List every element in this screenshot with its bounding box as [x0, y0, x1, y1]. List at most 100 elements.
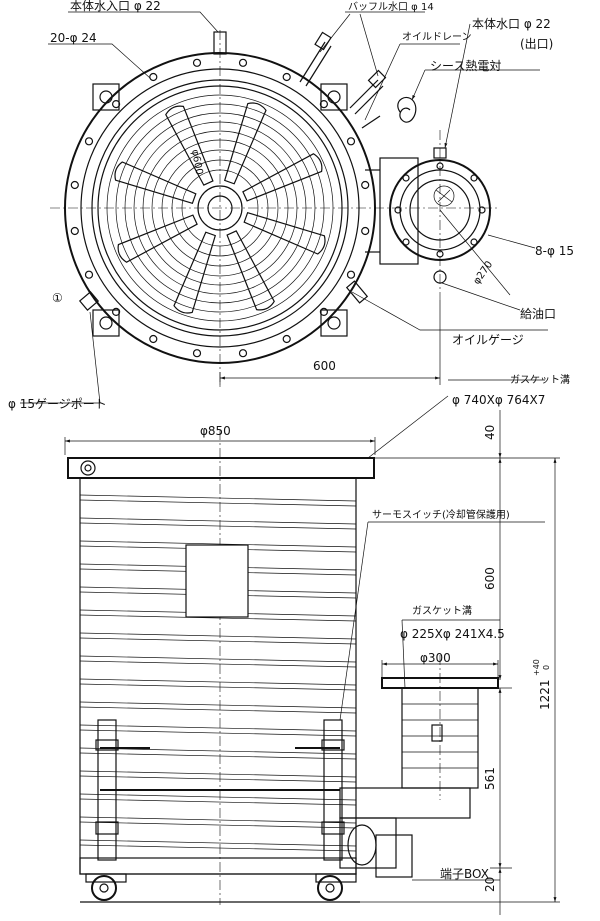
label-dim-600-top: 600: [313, 359, 336, 373]
label-gasket-spec: φ 740Xφ 764X7: [452, 393, 545, 407]
thermocouple-loop: [397, 97, 417, 123]
bolt-hole: [84, 137, 94, 146]
bolt-hole: [192, 58, 202, 67]
label-phi600: φ600: [189, 149, 204, 176]
label-gasket-groove: ガスケット溝: [510, 373, 570, 386]
bolt-hole: [84, 270, 94, 279]
baffle-fin: [173, 231, 217, 314]
coil-line: [79, 798, 357, 806]
coil-line: [79, 839, 357, 847]
coil-line: [79, 632, 357, 640]
label-thermo-switch: サーモスイッチ(冷却管保護用): [372, 508, 510, 521]
label-gauge-port: φ 15ゲージポート: [8, 397, 107, 411]
label-dim-1221: 1221: [538, 679, 552, 710]
bolt-hole: [238, 58, 248, 67]
dim-600-top: [219, 300, 441, 385]
bolt-hole: [361, 226, 370, 236]
coil-line: [79, 729, 357, 737]
baffle-fin: [114, 161, 197, 205]
oil-gauge-fitting: [345, 280, 369, 304]
center-hub: [197, 185, 243, 231]
inlet-nozzle: [213, 31, 227, 55]
label-oil-gauge: オイルゲージ: [452, 333, 524, 347]
label-gasket-groove2: ガスケット溝: [412, 604, 472, 617]
bolt-hole: [238, 349, 248, 358]
baffle-fin: [117, 214, 198, 263]
top-view-leaders: [20, 11, 548, 404]
bolt-hole: [149, 334, 158, 344]
label-baffle-water: バッフル水口 φ 14: [348, 1, 434, 13]
main-body: [79, 477, 357, 875]
bolt-hole: [361, 180, 370, 190]
casters: [80, 875, 360, 903]
coil-line: [79, 752, 357, 760]
coil-line: [79, 706, 357, 714]
coil-line: [79, 793, 357, 801]
oil-sump: [339, 677, 499, 878]
bolt-hole: [111, 99, 121, 109]
coil-line: [79, 816, 357, 824]
coil-line: [79, 540, 357, 548]
coil-line: [79, 724, 357, 732]
label-oil-supply: 給油口: [520, 307, 556, 321]
flange-bolt-holes: [70, 58, 370, 358]
coil-line: [79, 499, 357, 507]
coil-line: [79, 517, 357, 525]
label-inlet: 本体水入口 φ 22: [70, 0, 161, 13]
side-flange: [365, 147, 491, 284]
label-dim-561: 561: [483, 767, 497, 790]
bolt-hole: [346, 270, 356, 279]
side-view-leaders: [339, 379, 545, 881]
label-terminal-box: 端子BOX: [440, 867, 489, 881]
coil-line: [79, 683, 357, 691]
coil-line: [79, 678, 357, 686]
label-dim-600-side: 600: [483, 567, 497, 590]
labels: 本体水入口 φ 22 20-φ 24 バッフル水口 φ 14 オイルドレーン 本…: [8, 0, 574, 892]
outer-flange: [64, 52, 376, 364]
coil-line: [79, 660, 357, 668]
phi270-dimension-line: [439, 209, 511, 296]
bolt-hole: [149, 72, 158, 82]
bolt-hole: [282, 72, 291, 82]
bolt-hole: [319, 307, 328, 316]
cooling-coil-rings: [106, 94, 334, 322]
top-flange: [67, 457, 375, 479]
bolt-hole: [111, 307, 121, 316]
bolt-hole: [319, 99, 328, 109]
baffle-fin: [243, 211, 326, 255]
label-flange-holes: 8-φ 15: [535, 244, 574, 258]
support-legs: [79, 719, 357, 883]
coil-line: [79, 637, 357, 645]
coil-line: [79, 775, 357, 783]
gauge-port: [78, 291, 100, 311]
baffle-fin: [242, 153, 323, 202]
label-dia-850: φ850: [200, 424, 231, 438]
label-item-no: ①: [52, 291, 63, 305]
coil-line: [79, 522, 357, 530]
baffle-fin: [226, 230, 275, 311]
label-dim-40: 40: [483, 425, 497, 440]
terminal-box: [375, 834, 413, 878]
coil-line: [79, 614, 357, 622]
label-oil-drain: オイルドレーン: [402, 31, 472, 43]
label-tol-plus: +40: [532, 659, 541, 676]
name-plate: [185, 544, 249, 618]
vertical-dimensions: [360, 410, 560, 915]
label-outlet: 本体水口 φ 22: [472, 17, 551, 31]
label-tol-zero: 0: [542, 665, 551, 670]
baffle-fin: [223, 102, 267, 185]
bolt-hole: [70, 180, 79, 190]
coil-line: [79, 494, 357, 502]
top-view: [20, 11, 548, 404]
baffle-fins: [114, 102, 326, 314]
label-gasket-spec2: φ 225Xφ 241X4.5: [400, 627, 505, 641]
coil-line: [79, 821, 357, 829]
bolt-hole: [70, 226, 79, 236]
coil-line: [79, 701, 357, 709]
label-dia-300: φ300: [420, 651, 451, 665]
terminal-box-cap: [347, 824, 377, 866]
label-dim-20: 20: [483, 877, 497, 892]
bolt-hole: [282, 334, 291, 344]
coil-line: [79, 655, 357, 663]
coil-line: [79, 770, 357, 778]
